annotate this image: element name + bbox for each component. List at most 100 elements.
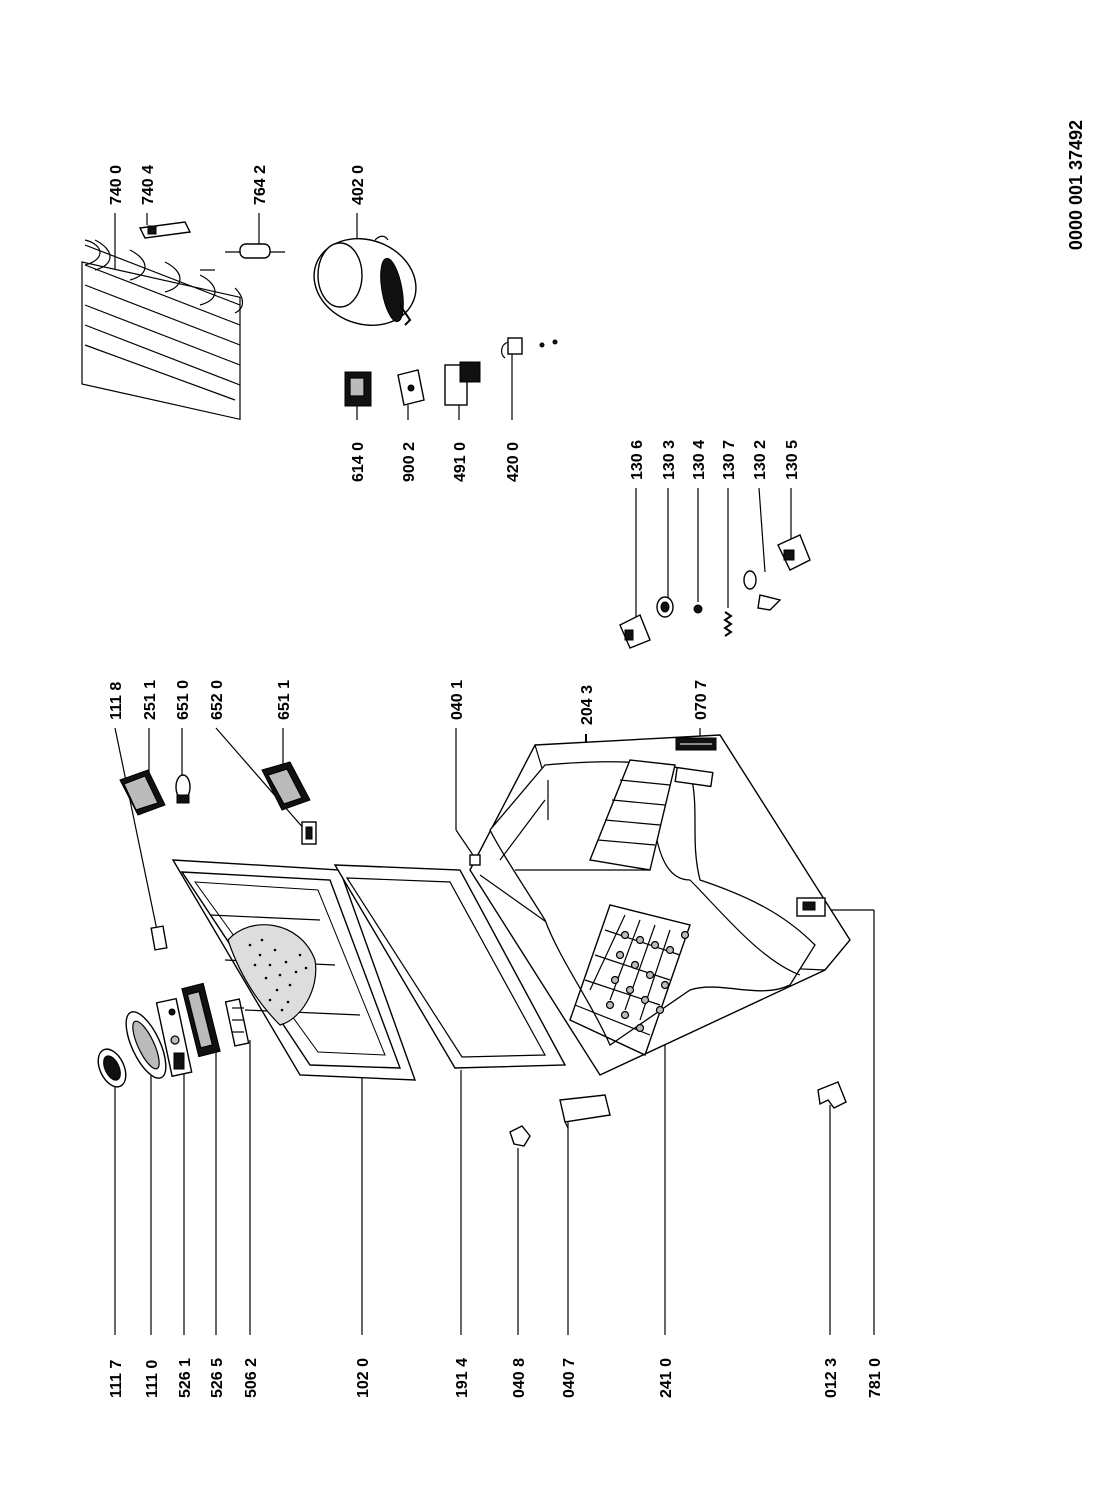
svg-text:740 4: 740 4 xyxy=(140,165,157,205)
lamp-holder-part xyxy=(261,761,311,811)
thermostat-housing-part xyxy=(181,982,221,1058)
coil-clip-part xyxy=(138,221,192,239)
label-900-2: 900 2 xyxy=(401,405,418,482)
svg-text:130 6: 130 6 xyxy=(629,440,646,480)
label-526-5: 526 5 xyxy=(209,1050,226,1398)
lamp-bulb-part xyxy=(175,774,191,804)
label-651-1: 651 1 xyxy=(276,680,293,768)
svg-text:111 8: 111 8 xyxy=(108,682,125,720)
svg-text:130 2: 130 2 xyxy=(752,440,769,480)
label-491-0: 491 0 xyxy=(452,405,469,482)
light-strip-part xyxy=(224,998,250,1047)
svg-text:191 4: 191 4 xyxy=(454,1358,471,1398)
label-070-7: 070 7 xyxy=(693,680,710,738)
spring-130-7-part xyxy=(723,611,733,637)
label-614-0: 614 0 xyxy=(350,405,367,482)
svg-text:040 1: 040 1 xyxy=(449,680,466,720)
svg-text:900 2: 900 2 xyxy=(401,442,418,482)
svg-text:651 1: 651 1 xyxy=(276,680,293,720)
vent-grille-part xyxy=(675,737,717,751)
svg-text:012 3: 012 3 xyxy=(823,1358,840,1398)
svg-text:652 0: 652 0 xyxy=(209,680,226,720)
lid-panel-part xyxy=(171,821,417,1081)
compressor-part xyxy=(313,235,417,326)
label-526-1: 526 1 xyxy=(177,1065,194,1398)
label-651-0: 651 0 xyxy=(175,680,192,775)
bracket-130-5-part xyxy=(777,534,811,571)
label-781-0: 781 0 xyxy=(830,909,884,1398)
svg-text:402 0: 402 0 xyxy=(350,165,367,205)
svg-text:764 2: 764 2 xyxy=(252,165,269,205)
hinge-pin-part xyxy=(509,1125,531,1147)
filter-drier-part xyxy=(225,243,285,259)
label-740-4: 740 4 xyxy=(140,165,157,225)
label-506-2: 506 2 xyxy=(243,1040,260,1398)
svg-text:204 3: 204 3 xyxy=(579,685,596,725)
svg-text:130 3: 130 3 xyxy=(661,440,678,480)
svg-text:241 0: 241 0 xyxy=(658,1358,675,1398)
floor-clip-part xyxy=(817,1081,847,1109)
label-102-0: 102 0 xyxy=(355,1075,372,1398)
label-040-8: 040 8 xyxy=(511,1148,528,1398)
box-491-0-part xyxy=(444,361,481,406)
svg-text:651 0: 651 0 xyxy=(175,680,192,720)
label-130-7: 130 7 xyxy=(721,440,738,608)
svg-text:491 0: 491 0 xyxy=(452,442,469,482)
label-652-0: 652 0 xyxy=(209,680,306,831)
knob-part xyxy=(97,1048,127,1088)
label-130-4: 130 4 xyxy=(691,440,708,602)
label-402-0: 402 0 xyxy=(350,165,367,250)
label-040-7: 040 7 xyxy=(561,1120,578,1398)
svg-text:111 0: 111 0 xyxy=(144,1360,161,1398)
capacitor-part xyxy=(501,337,558,359)
label-130-6: 130 6 xyxy=(629,440,646,618)
spring-130-3-part xyxy=(656,596,674,618)
svg-text:251 1: 251 1 xyxy=(142,680,159,720)
nut-130-4-part xyxy=(693,604,703,614)
svg-text:070 7: 070 7 xyxy=(693,680,710,720)
label-130-5: 130 5 xyxy=(784,440,801,540)
svg-text:614 0: 614 0 xyxy=(350,442,367,482)
label-420-0: 420 0 xyxy=(505,350,522,482)
trim-plate-part xyxy=(125,1011,167,1079)
svg-text:506 2: 506 2 xyxy=(243,1358,260,1398)
svg-text:040 8: 040 8 xyxy=(511,1358,528,1398)
svg-text:781 0: 781 0 xyxy=(867,1358,884,1398)
condenser-coil-part xyxy=(81,239,244,421)
svg-text:130 4: 130 4 xyxy=(691,440,708,480)
svg-text:040 7: 040 7 xyxy=(561,1358,578,1398)
svg-text:130 7: 130 7 xyxy=(721,440,738,480)
label-251-1: 251 1 xyxy=(142,680,159,778)
cabinet-body-part xyxy=(469,734,851,1076)
svg-text:526 5: 526 5 xyxy=(209,1358,226,1398)
hinge-bracket-part xyxy=(559,1094,611,1129)
label-191-4: 191 4 xyxy=(454,1070,471,1398)
svg-text:740 0: 740 0 xyxy=(108,165,125,205)
svg-text:111 7: 111 7 xyxy=(108,1360,125,1398)
control-panel-part xyxy=(155,997,193,1078)
svg-text:102 0: 102 0 xyxy=(355,1358,372,1398)
label-111-0: 111 0 xyxy=(144,1075,161,1398)
document-number: 0000 001 37492 xyxy=(1066,120,1086,250)
label-130-3: 130 3 xyxy=(661,440,678,598)
label-111-7: 111 7 xyxy=(108,1080,125,1398)
clip-130-6-part xyxy=(619,614,651,649)
lamp-cover-part xyxy=(119,769,166,816)
label-012-3: 012 3 xyxy=(823,1105,840,1398)
wire-basket-part xyxy=(569,904,691,1056)
divider-rack-part xyxy=(589,759,676,871)
label-130-2: 130 2 xyxy=(752,440,769,573)
svg-text:526 1: 526 1 xyxy=(177,1358,194,1398)
label-111-8: 111 8 xyxy=(108,682,159,936)
latch-130-2-part xyxy=(743,570,782,611)
svg-text:130 5: 130 5 xyxy=(784,440,801,480)
relay-part xyxy=(344,371,372,407)
svg-text:420 0: 420 0 xyxy=(505,442,522,482)
door-gasket-part xyxy=(333,864,567,1069)
label-040-1: 040 1 xyxy=(449,680,476,859)
label-764-2: 764 2 xyxy=(252,165,269,250)
overload-part xyxy=(397,369,425,406)
label-740-0: 740 0 xyxy=(108,165,125,270)
handle-clip-part xyxy=(150,925,168,951)
